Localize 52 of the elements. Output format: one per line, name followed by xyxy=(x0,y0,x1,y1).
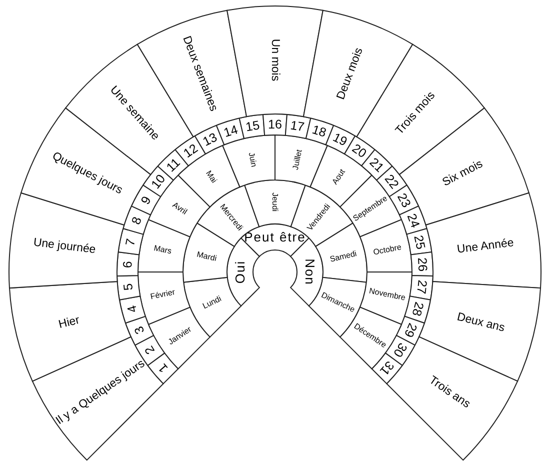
segment-label: Octobre xyxy=(372,242,402,257)
segment-label: 7 xyxy=(122,238,138,248)
segment-label: 5 xyxy=(120,282,136,292)
segment-label: Six mois xyxy=(440,158,485,189)
segment-label: 1 xyxy=(156,360,171,376)
segment-label: 8 xyxy=(128,215,144,226)
segment-label: 27 xyxy=(414,279,430,295)
segment-label: Non xyxy=(302,258,318,286)
segment-label: Juin xyxy=(246,152,258,168)
segment-label: 17 xyxy=(289,118,306,134)
segment-label: 25 xyxy=(411,234,428,251)
segment-label: Deux ans xyxy=(456,311,506,334)
segment-label: Un mois xyxy=(269,38,281,82)
segment-label: 4 xyxy=(124,304,140,314)
segment-label: 24 xyxy=(404,212,422,230)
segment-label: 26 xyxy=(414,257,430,272)
segment-label: 6 xyxy=(120,260,135,268)
ring-segment xyxy=(244,180,306,228)
segment-label: Samedi xyxy=(329,249,358,264)
segment-label: Novembre xyxy=(368,286,406,302)
segment-label: 13 xyxy=(200,130,220,149)
segment-label: 28 xyxy=(409,300,426,318)
segment-label: Lundi xyxy=(201,294,223,311)
segment-label: 30 xyxy=(390,340,410,360)
segment-label: Juillet xyxy=(290,148,304,171)
segment-label: 18 xyxy=(310,122,328,140)
segment-label: Février xyxy=(150,288,176,302)
segment-label: 19 xyxy=(330,130,350,149)
segment-label: Une journée xyxy=(32,236,96,256)
segment-label: Jeudi xyxy=(270,192,280,212)
segment-label: Hier xyxy=(57,314,81,332)
segment-label: 23 xyxy=(394,190,414,210)
segment-label: Deux mois xyxy=(334,46,366,102)
segment-label: Une Année xyxy=(456,237,514,256)
segment-label: 12 xyxy=(181,141,200,161)
segment-label: 2 xyxy=(142,343,158,357)
ring-segment xyxy=(8,192,125,289)
segment-label: 15 xyxy=(244,118,261,134)
segment-label: Mardi xyxy=(196,250,218,264)
segment-label: Avril xyxy=(170,200,189,216)
segment-label: 31 xyxy=(377,358,397,378)
segment-label: Peut être xyxy=(244,230,306,244)
segment-label: 9 xyxy=(138,194,154,207)
segment-label: 14 xyxy=(222,122,240,140)
segment-label: Oui xyxy=(232,260,248,284)
segment-label: 16 xyxy=(268,118,282,132)
segment-label: Mars xyxy=(153,244,172,256)
segment-label: Mai xyxy=(204,168,219,185)
segment-label: 3 xyxy=(132,324,148,336)
segment-label: 29 xyxy=(401,321,420,340)
ring-segment xyxy=(226,6,324,118)
segment-label: 20 xyxy=(350,141,369,161)
